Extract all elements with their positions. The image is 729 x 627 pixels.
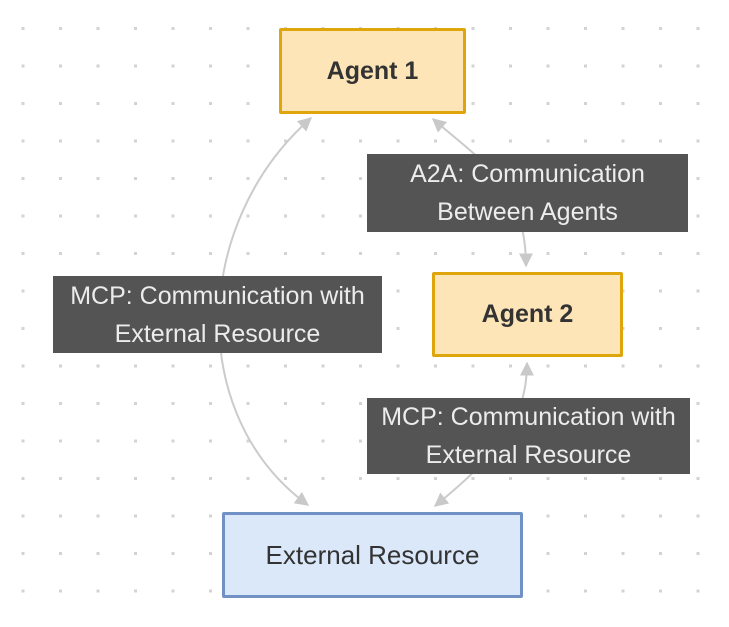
edge-label-a2a: A2A: Communication Between Agents: [367, 154, 688, 232]
node-agent-1-label: Agent 1: [326, 56, 419, 85]
edge-label-mcp-right-line-2: External Resource: [425, 441, 632, 469]
edge-label-mcp-left-line-1: MCP: Communication with: [70, 281, 365, 310]
node-external-resource: External Resource: [222, 512, 523, 598]
node-agent-1: Agent 1: [279, 28, 466, 114]
edge-label-mcp-right: MCP: Communication with External Resourc…: [367, 398, 690, 474]
edge-label-a2a-line-2: Between Agents: [437, 198, 618, 226]
edge-label-mcp-right-line-1: MCP: Communication with: [381, 403, 676, 431]
node-agent-2-label: Agent 2: [481, 300, 574, 328]
node-agent-2: Agent 2: [432, 272, 623, 357]
node-external-resource-label: External Resource: [265, 539, 480, 570]
edge-label-mcp-left: MCP: Communication with External Resourc…: [53, 276, 382, 353]
edge-label-mcp-left-line-2: External Resource: [114, 319, 321, 348]
edge-label-a2a-line-1: A2A: Communication: [410, 160, 645, 188]
